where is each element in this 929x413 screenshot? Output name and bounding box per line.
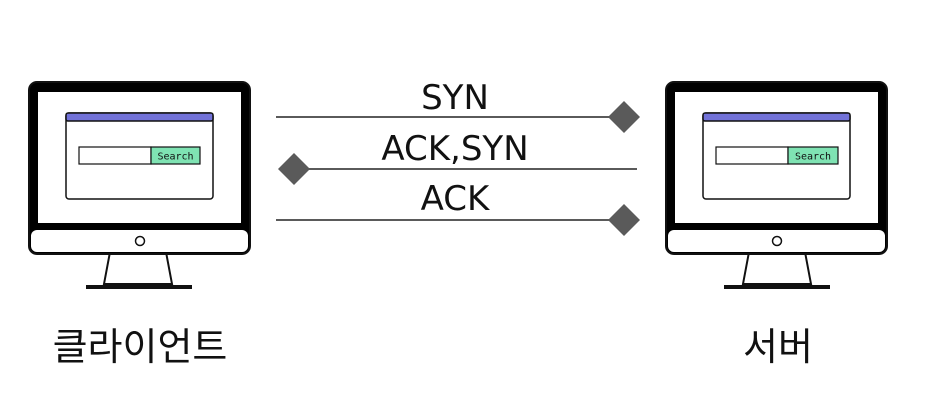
message-syn: SYN xyxy=(276,78,640,133)
server-computer: Search xyxy=(665,81,888,289)
message-ack-syn-label: ACK,SYN xyxy=(381,129,528,169)
server-search-button[interactable] xyxy=(787,146,839,165)
client-power-button-icon xyxy=(134,235,146,247)
client-search-button-label: Search xyxy=(157,152,193,163)
server-window-titlebar xyxy=(702,112,851,122)
client-search-button[interactable] xyxy=(150,146,201,165)
server-monitor-neck xyxy=(741,251,813,285)
message-syn-label: SYN xyxy=(421,78,489,118)
client-monitor-neck xyxy=(102,251,174,285)
server-search-input[interactable] xyxy=(715,146,789,165)
message-ack-syn-arrowhead-icon xyxy=(278,153,310,185)
message-ack-syn: ACK,SYN xyxy=(278,129,637,185)
client-search-input[interactable] xyxy=(78,146,152,165)
server-search-button-label: Search xyxy=(795,152,831,163)
client-label: 클라이언트 xyxy=(53,325,228,369)
client-window-titlebar xyxy=(65,112,214,122)
message-ack-label: ACK xyxy=(421,179,491,219)
server-power-button-icon xyxy=(771,235,783,247)
server-label: 서버 xyxy=(743,325,813,369)
message-ack: ACK xyxy=(276,179,640,236)
message-ack-arrowhead-icon xyxy=(608,204,640,236)
message-syn-arrowhead-icon xyxy=(608,101,640,133)
client-computer: Search xyxy=(28,81,251,289)
